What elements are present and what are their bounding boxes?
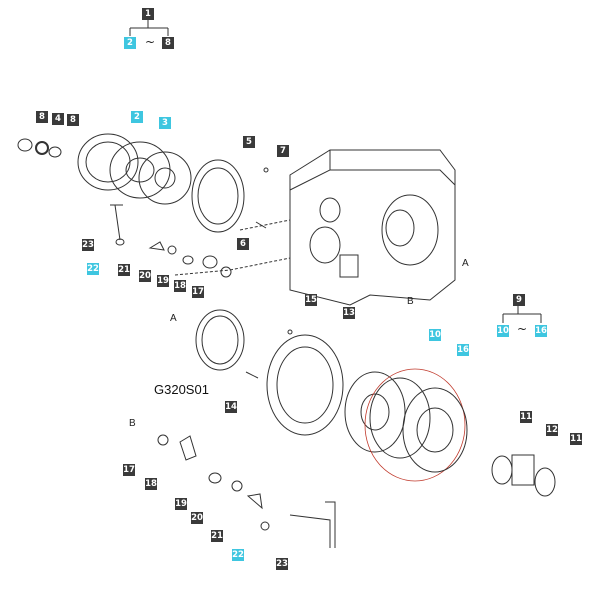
callout-18[interactable]: 18 xyxy=(174,280,186,292)
callout-20[interactable]: 20 xyxy=(191,512,203,524)
ref-label-a: A xyxy=(462,258,469,269)
clutch-disc-16 xyxy=(402,387,468,473)
highlight-ring xyxy=(364,368,466,482)
callout-22[interactable]: 22 xyxy=(87,263,99,275)
transmission-housing xyxy=(289,149,456,306)
clutch-disc-part xyxy=(77,133,139,191)
callout-23[interactable]: 23 xyxy=(82,239,94,251)
callout-8[interactable]: 8 xyxy=(36,111,48,123)
callout-12[interactable]: 12 xyxy=(546,424,558,436)
callout-17[interactable]: 17 xyxy=(123,464,135,476)
callout-18[interactable]: 18 xyxy=(145,478,157,490)
callout-2[interactable]: 2 xyxy=(131,111,143,123)
callout-22[interactable]: 22 xyxy=(232,549,244,561)
callout-group-parent-9[interactable]: 9 xyxy=(513,294,525,306)
snap-ring-part xyxy=(491,455,513,485)
callout-group-to-8[interactable]: 8 xyxy=(162,37,174,49)
callout-8[interactable]: 8 xyxy=(67,114,79,126)
ref-label-a: A xyxy=(170,313,177,324)
callout-14[interactable]: 14 xyxy=(225,401,237,413)
clutch-disc-10 xyxy=(344,371,406,453)
snap-ring-part xyxy=(534,467,556,497)
range-tilde: ~ xyxy=(145,35,156,49)
callout-6[interactable]: 6 xyxy=(237,238,249,250)
pressure-plate-part xyxy=(266,334,344,436)
callout-3[interactable]: 3 xyxy=(159,117,171,129)
bearing-12 xyxy=(511,454,535,486)
callout-group-from-10[interactable]: 10 xyxy=(497,325,509,337)
callout-19[interactable]: 19 xyxy=(175,498,187,510)
clutch-hub-part xyxy=(138,151,192,205)
callout-20[interactable]: 20 xyxy=(139,270,151,282)
bearing-part xyxy=(35,141,49,155)
group-bracket-right xyxy=(502,306,542,323)
callout-group-to-16[interactable]: 16 xyxy=(535,325,547,337)
callout-10[interactable]: 10 xyxy=(429,329,441,341)
callout-13[interactable]: 13 xyxy=(343,307,355,319)
range-tilde: ~ xyxy=(517,322,528,336)
callout-19[interactable]: 19 xyxy=(157,275,169,287)
callout-group-parent-1[interactable]: 1 xyxy=(142,8,154,20)
shaft-lever-part xyxy=(289,501,336,548)
drawing-code: G320S01 xyxy=(154,382,209,397)
callout-16[interactable]: 16 xyxy=(457,344,469,356)
callout-11[interactable]: 11 xyxy=(520,411,532,423)
ref-label-b: B xyxy=(407,296,414,307)
callout-group-from-2[interactable]: 2 xyxy=(124,37,136,49)
group-bracket-top xyxy=(129,20,169,36)
o-ring-part xyxy=(17,138,33,152)
seal-plate-part xyxy=(195,309,245,371)
friction-plate-part xyxy=(109,141,171,199)
ref-label-b: B xyxy=(129,418,136,429)
callout-7[interactable]: 7 xyxy=(277,145,289,157)
callout-11[interactable]: 11 xyxy=(570,433,582,445)
callout-17[interactable]: 17 xyxy=(192,286,204,298)
callout-4[interactable]: 4 xyxy=(52,113,64,125)
callout-15[interactable]: 15 xyxy=(305,294,317,306)
callout-23[interactable]: 23 xyxy=(276,558,288,570)
o-ring-part xyxy=(48,146,62,158)
callout-5[interactable]: 5 xyxy=(243,136,255,148)
gasket-part xyxy=(191,159,245,233)
shift-lever-part xyxy=(110,204,123,241)
callout-21[interactable]: 21 xyxy=(211,530,223,542)
callout-21[interactable]: 21 xyxy=(118,264,130,276)
